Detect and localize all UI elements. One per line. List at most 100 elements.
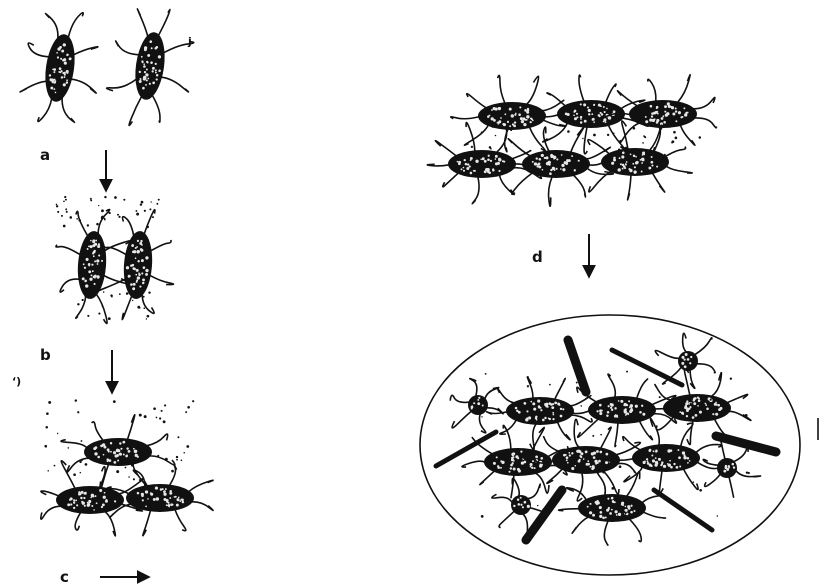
cell-speckle [628,400,630,402]
cell-speckle [675,120,677,122]
cell-speckle [605,121,607,123]
polymer-dot [116,470,119,473]
cell-speckle [532,460,534,462]
cell-speckle [647,461,649,463]
flagellum [70,79,98,93]
polymer-dot [614,499,617,502]
cell-speckle [585,450,588,453]
polymer-dot [81,440,83,442]
flagellum [559,509,580,511]
cell-speckle [580,456,582,458]
cell-speckle [625,506,627,508]
cell-speckle [639,411,642,414]
cell-speckle [498,120,501,123]
cell-speckle [526,111,529,114]
cell-speckle [560,408,562,410]
flagellum [727,394,748,402]
cell-speckle [73,501,75,503]
cell-speckle [534,162,537,165]
polymer-dot [104,196,106,198]
cell-speckle [518,503,521,506]
polymer-dot [496,123,498,125]
cell-speckle [655,111,658,114]
flagellum [617,463,636,472]
cell-speckle [83,497,85,499]
cell-speckle [496,456,498,458]
polymer-dot [540,413,542,415]
cell-speckle [530,463,533,466]
cell-speckle [541,154,544,157]
cell-speckle [163,493,166,496]
cell-body [126,484,194,512]
cell-speckle [463,167,465,169]
cell-speckle [571,467,574,470]
polymer-dot [87,224,89,226]
label-c: c [60,568,69,586]
cell-speckle [596,410,598,412]
polymer-dot [73,473,76,476]
cell-speckle [87,504,90,507]
cell-speckle [584,120,587,123]
cell-speckle [603,121,605,123]
polymer-dot [710,399,712,401]
polymer-dot [147,315,150,318]
polymer-dot [510,129,512,131]
cell-speckle [498,170,500,172]
flagellum [604,521,608,545]
flagellum [588,140,609,154]
flagellum [555,378,566,399]
cell-speckle [93,447,96,450]
cell-speckle [629,169,632,172]
polymer-dot [746,471,748,473]
cell-speckle [521,120,524,123]
cell-speckle [509,108,512,111]
cell-speckle [655,461,658,464]
cell-speckle [651,455,653,457]
cell-speckle [682,116,684,118]
flagellum [630,519,642,541]
cell-speckle [500,467,502,469]
cell-speckle [477,402,480,405]
polymer-dot [171,470,174,473]
flagellum [452,411,471,427]
flagellum [98,209,110,235]
cell-speckle [652,459,655,462]
flagellum [486,412,507,414]
polymer-dot [523,457,525,459]
cell-speckle [624,410,627,413]
flagellum [648,79,656,101]
flagellum [571,415,592,422]
cell-speckle [91,494,94,497]
cell-speckle [470,157,473,160]
flagellum [500,175,515,194]
flagellum [60,278,79,293]
cell-speckle [88,500,91,503]
polymer-dot [82,299,84,301]
polymer-dot [46,412,49,415]
polymer-dot [581,405,583,407]
flagellum [666,166,692,173]
cell-speckle [517,457,519,459]
cell-speckle [618,400,620,402]
polymer-dot [117,214,119,216]
cell-speckle [171,504,173,506]
cell-speckle [714,403,717,406]
flagellum [105,512,115,536]
polymer-dot [625,420,627,422]
polymer-dot [54,465,56,467]
cell-speckle [527,108,529,110]
cell-speckle [119,453,121,455]
polymer-dot [125,467,127,469]
cell-speckle [119,442,121,444]
cell-speckle [641,171,643,173]
cell-speckle [492,168,494,170]
polymer-dot [137,306,140,309]
cell-speckle [560,415,563,418]
flagellum [122,295,132,320]
flagellum [627,471,640,496]
cell-speckle [169,497,171,499]
cell-speckle [587,106,589,108]
polymer-dot [158,199,160,201]
flagellum [729,477,733,497]
cell-speckle [526,115,529,118]
